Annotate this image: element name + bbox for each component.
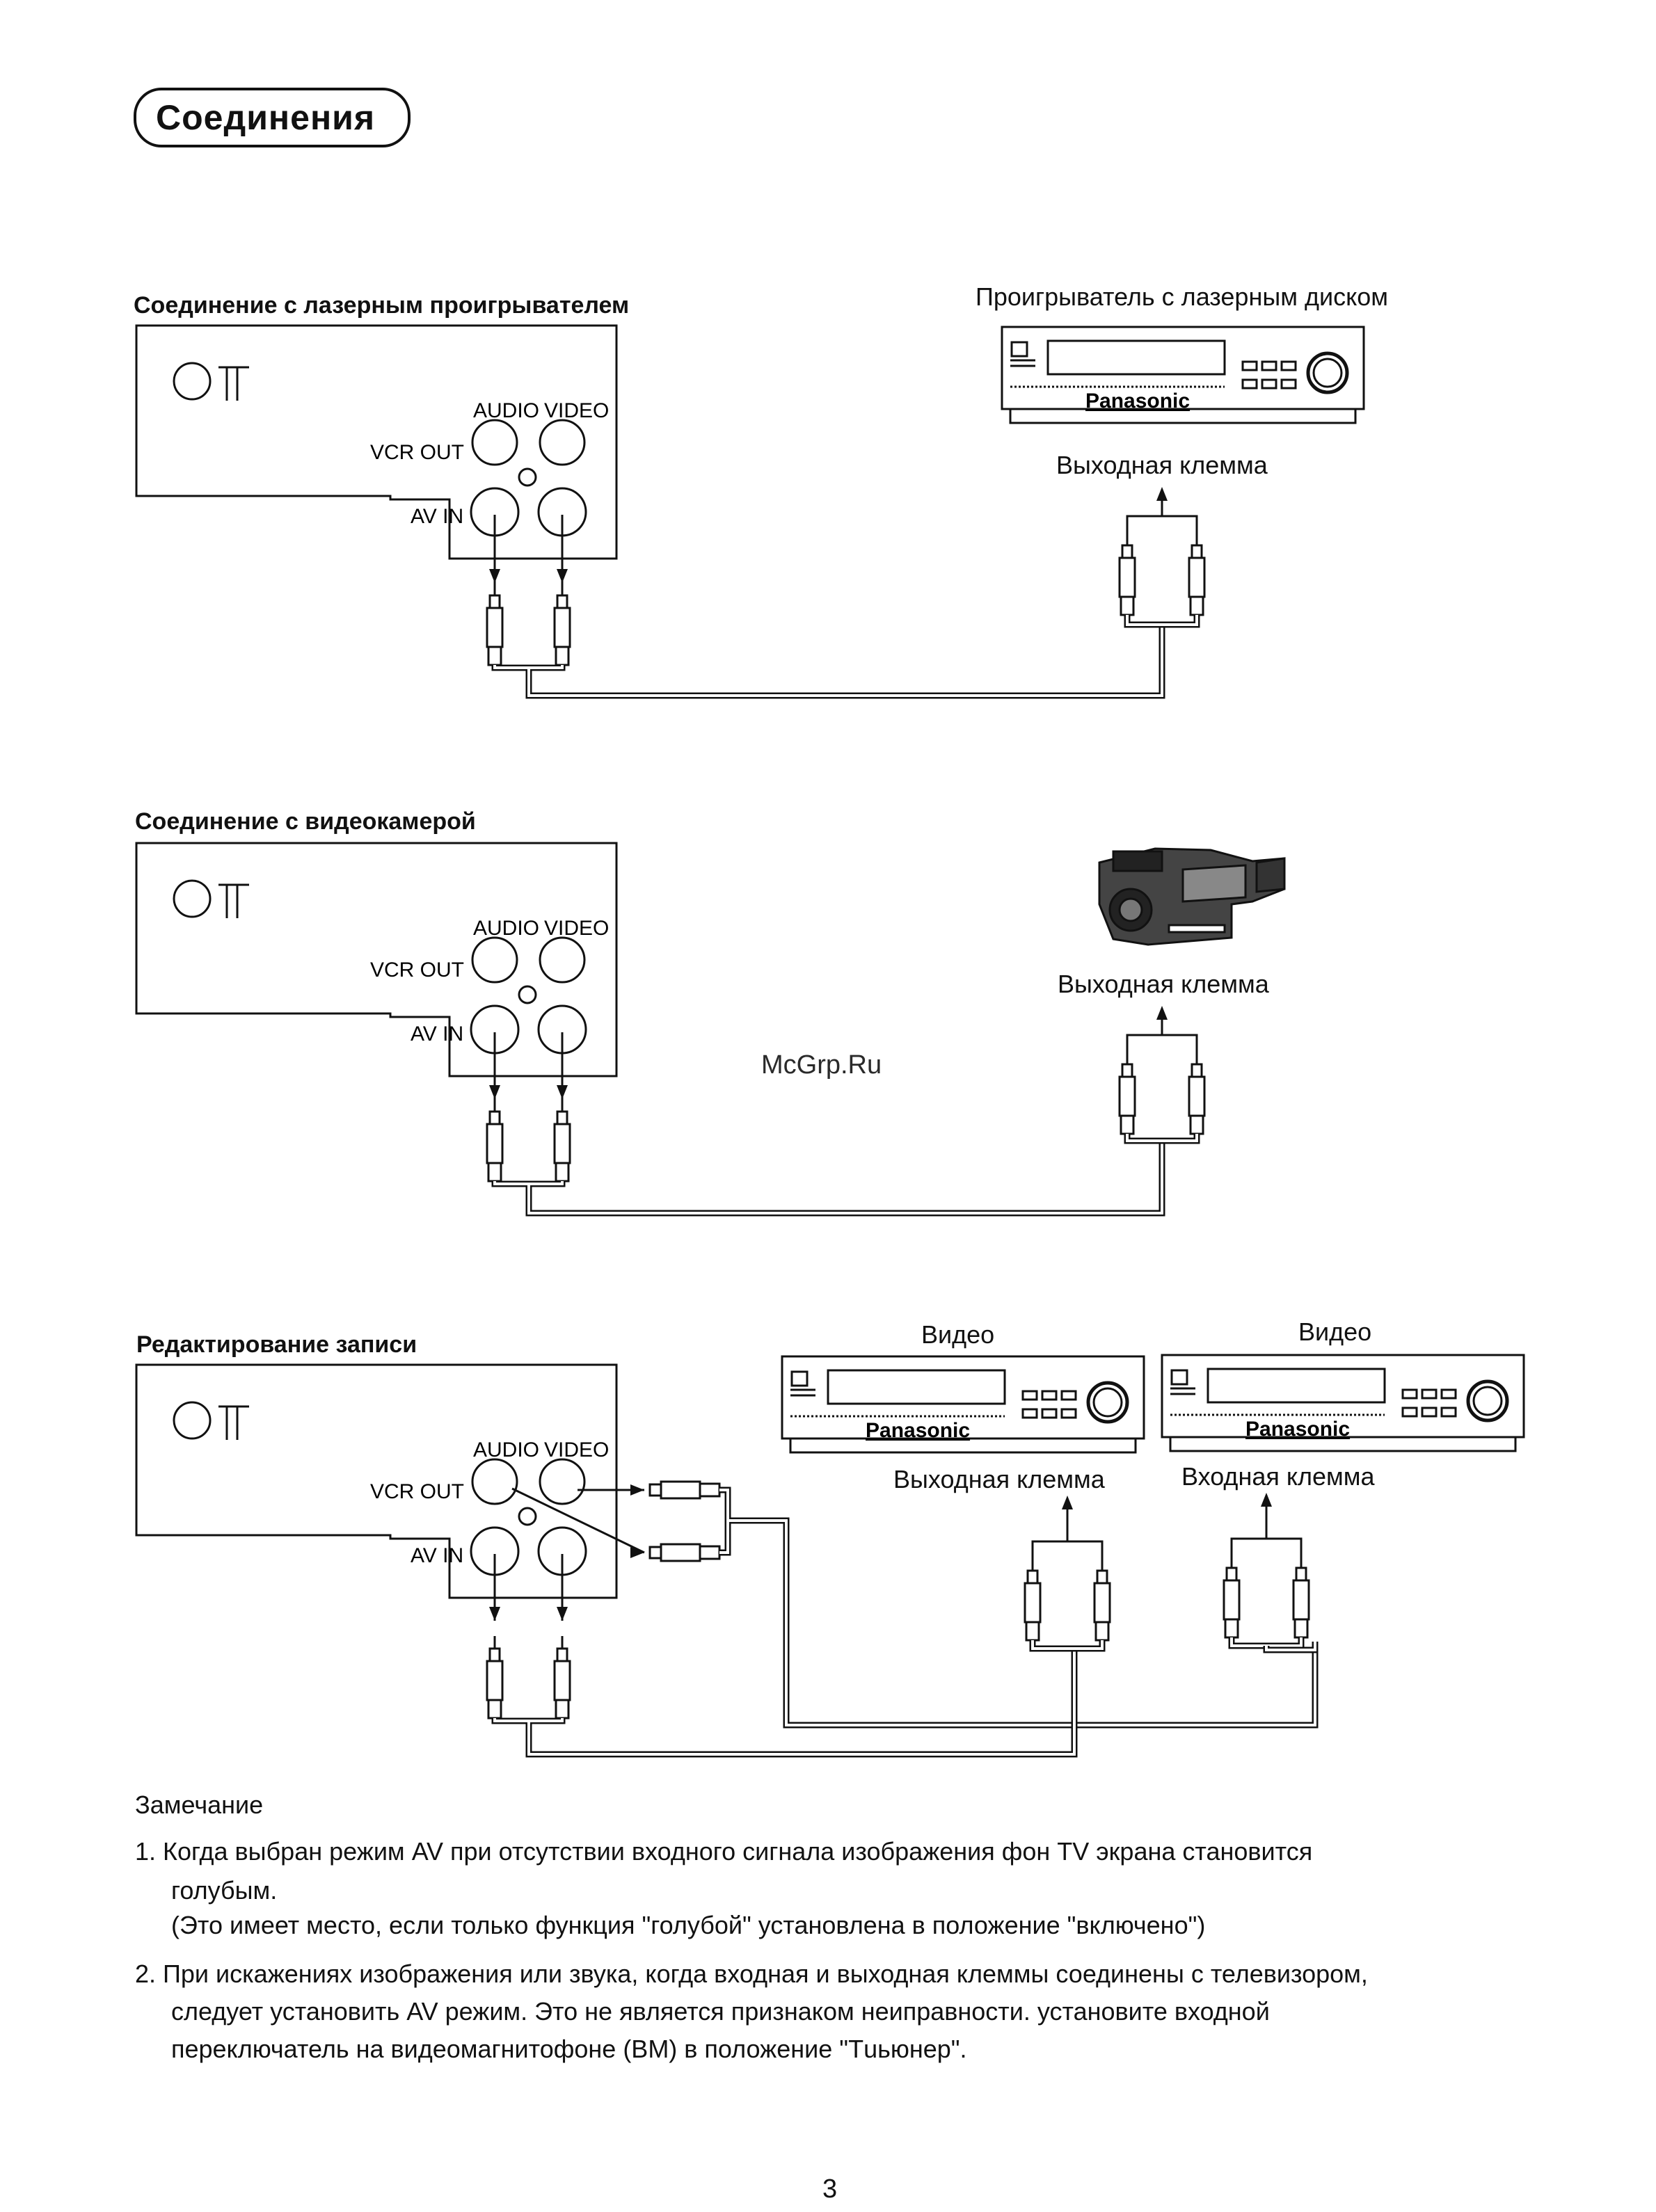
svg-text:VCR OUT: VCR OUT [370, 441, 464, 464]
note-1-line-3: (Это имеет место, если только функция "г… [171, 1911, 1206, 1939]
svg-text:AV IN: AV IN [411, 505, 463, 528]
section-heading-laser: Соединение с лазерным проигрывателем [134, 292, 630, 319]
svg-text:AV IN: AV IN [411, 1023, 463, 1045]
page-number: 3 [822, 2174, 838, 2204]
svg-text:VIDEO: VIDEO [544, 399, 609, 422]
section-heading-camcorder: Соединение с видеокамерой [135, 808, 476, 835]
svg-text:Panasonic: Panasonic [1085, 390, 1190, 412]
output-terminal-label-1: Выходная клемма [1056, 451, 1268, 479]
camcorder-icon [1098, 847, 1286, 946]
page-title: Соединения [156, 98, 376, 137]
vcr1-label: Видео [921, 1320, 995, 1349]
svg-text:Panasonic: Panasonic [1245, 1418, 1350, 1441]
note-2-line-1: 2. При искажениях изображения или звука,… [135, 1959, 1368, 1988]
note-2-line-3: переключатель на видеомагнитофоне (ВМ) в… [171, 2035, 967, 2063]
svg-text:VIDEO: VIDEO [544, 917, 609, 940]
svg-text:VCR OUT: VCR OUT [370, 1480, 464, 1503]
output-terminal-label-3: Выходная клемма [893, 1465, 1105, 1493]
svg-text:Panasonic: Panasonic [866, 1419, 970, 1442]
svg-text:AUDIO: AUDIO [473, 917, 539, 940]
svg-text:VCR OUT: VCR OUT [370, 959, 464, 981]
svg-text:AV IN: AV IN [411, 1544, 463, 1567]
laser-player-label: Проигрыватель с лазерным диском [976, 282, 1388, 311]
input-terminal-label: Входная клемма [1181, 1462, 1375, 1491]
watermark: McGrp.Ru [761, 1050, 882, 1080]
output-terminal-label-2: Выходная клемма [1058, 970, 1269, 998]
vcr2-label: Видео [1298, 1317, 1372, 1346]
section-heading-editing: Редактирование записи [136, 1331, 417, 1358]
svg-text:VIDEO: VIDEO [544, 1438, 609, 1461]
audio-label-1: AUDIO [473, 399, 539, 422]
notes-heading: Замечание [135, 1790, 264, 1819]
note-1-line-2: голубым. [171, 1876, 278, 1905]
title-frame [134, 88, 411, 147]
note-1-line-1: 1. Когда выбран режим AV при отсутствии … [135, 1837, 1313, 1866]
svg-text:AUDIO: AUDIO [473, 1438, 539, 1461]
note-2-line-2: следует установить AV режим. Это не явля… [171, 1997, 1270, 2026]
